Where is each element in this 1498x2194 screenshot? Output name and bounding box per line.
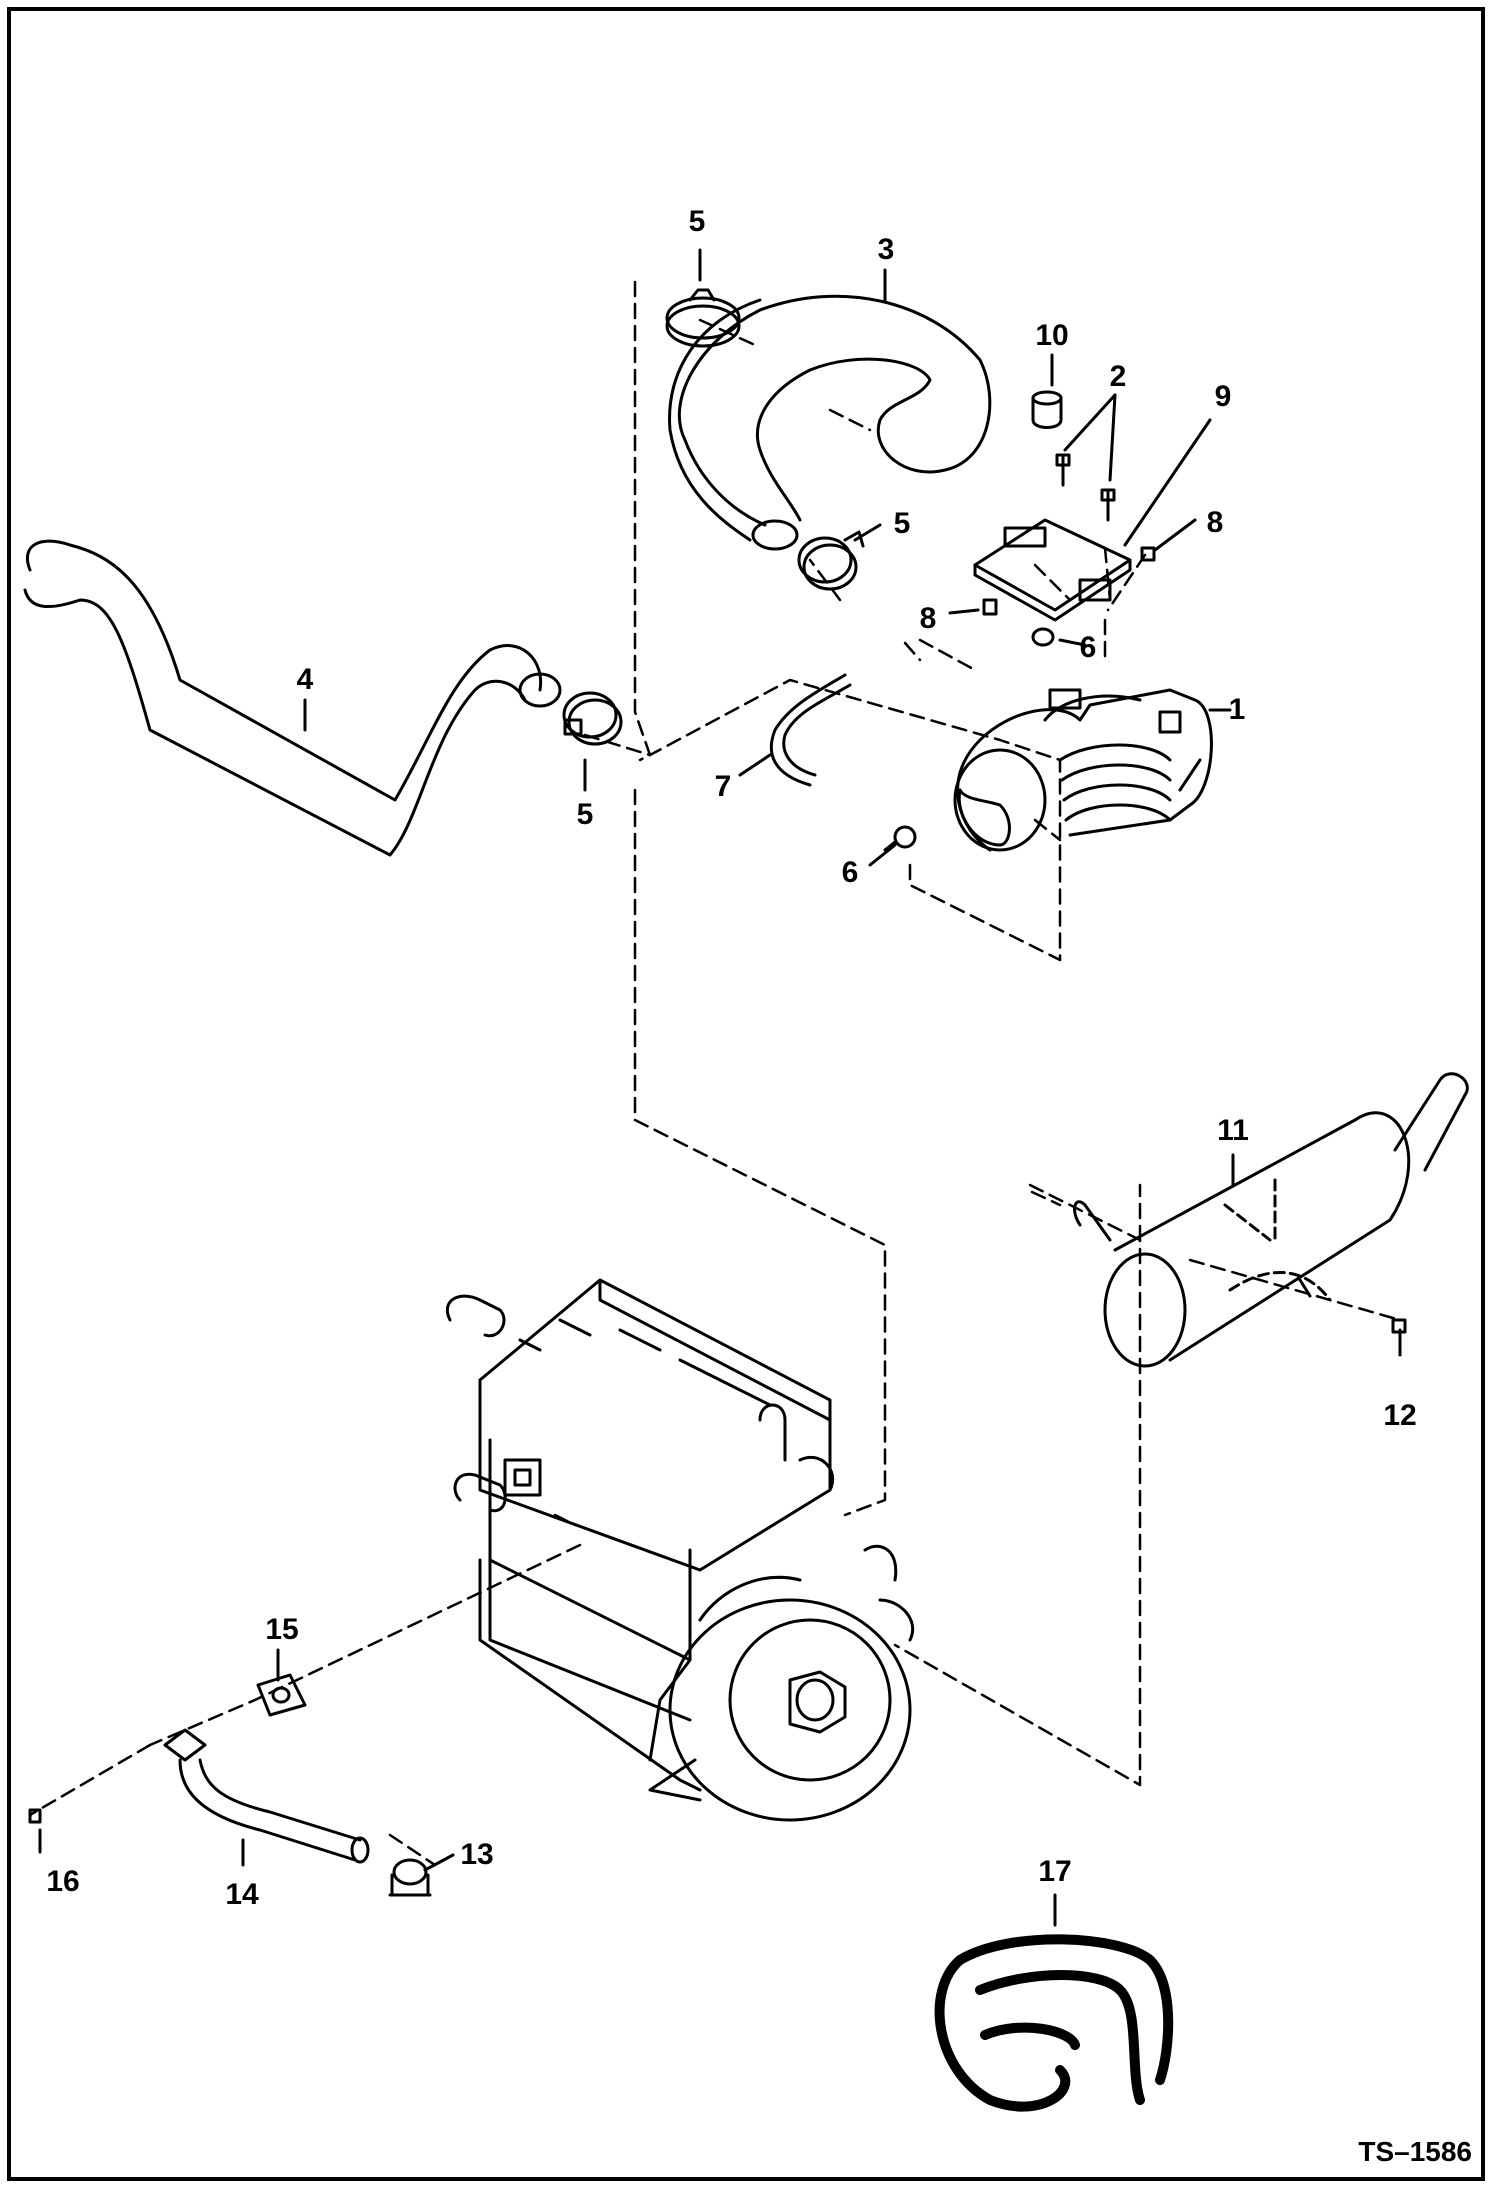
gasket-15 [256, 1673, 307, 1717]
clamp-6-lower [883, 825, 917, 852]
air-cleaner-1 [953, 688, 1213, 852]
callout-16: 16 [46, 1865, 80, 1898]
callout-10: 10 [1035, 319, 1069, 352]
callout-2: 2 [1109, 360, 1127, 393]
engine-block [445, 1278, 915, 1822]
muffler-11 [1073, 1072, 1469, 1368]
hose-3 [668, 294, 992, 551]
callout-5-top: 5 [688, 205, 706, 238]
leader-lines [38, 248, 1402, 1927]
callout-17: 17 [1038, 1855, 1072, 1888]
callout-15: 15 [265, 1613, 299, 1646]
callout-5-left: 5 [576, 798, 594, 831]
callout-8-right: 8 [1206, 506, 1224, 539]
cap-10 [1031, 390, 1063, 429]
clamp-6-upper [1031, 627, 1055, 647]
callout-6-upper: 6 [1079, 631, 1097, 664]
callout-1: 1 [1228, 693, 1246, 726]
callout-12: 12 [1383, 1399, 1417, 1432]
callout-9: 9 [1214, 380, 1232, 413]
exhaust-pipe-14 [163, 1728, 370, 1864]
clamp-13 [388, 1858, 432, 1897]
callout-14: 14 [225, 1878, 259, 1911]
bolts-2 [1055, 453, 1116, 522]
hose-clamp-left [562, 691, 623, 746]
mount-bracket-9 [973, 518, 1132, 622]
callout-13: 13 [460, 1838, 494, 1871]
hose-clamp-top [665, 288, 741, 348]
hose-clamp-middle [797, 530, 865, 591]
vent-tube-7 [769, 673, 852, 787]
hose-4 [23, 539, 562, 857]
bolt-16 [28, 1808, 42, 1824]
callout-4: 4 [296, 663, 314, 696]
callout-3: 3 [877, 233, 895, 266]
callout-6-lower: 6 [841, 856, 859, 889]
callout-7: 7 [714, 770, 732, 803]
diagram-border [7, 7, 1485, 2181]
callout-5-middle: 5 [893, 507, 911, 540]
callout-11: 11 [1217, 1114, 1249, 1147]
hose-coil-17 [934, 1934, 1174, 2112]
callout-8-left: 8 [919, 602, 937, 635]
figure-reference: TS–1586 [1358, 2136, 1472, 2167]
nuts-8 [982, 546, 1156, 616]
